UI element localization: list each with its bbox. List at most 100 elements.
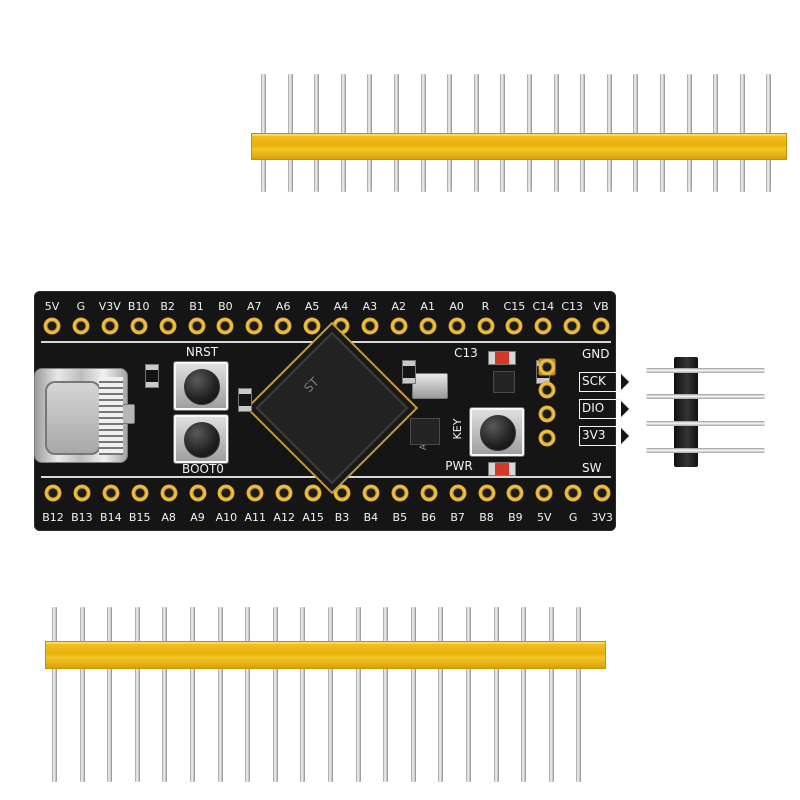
bottom-pin-label: B15 bbox=[128, 511, 151, 524]
bottom-pin-pad bbox=[102, 484, 120, 502]
bottom-pin-pad bbox=[217, 484, 235, 502]
nrst-button bbox=[173, 361, 229, 411]
top-pin-pad bbox=[303, 317, 321, 335]
top-pin-label: A6 bbox=[275, 300, 291, 313]
bottom-pin-pad bbox=[449, 484, 467, 502]
usb-c-connector bbox=[34, 368, 135, 463]
bottom-pin-label: B5 bbox=[392, 511, 408, 524]
power-led bbox=[488, 462, 516, 476]
bottom-header-pin bbox=[217, 607, 223, 782]
top-pin-label: B1 bbox=[189, 300, 204, 313]
resistor-2 bbox=[238, 388, 252, 412]
bottom-header-pin bbox=[107, 607, 113, 782]
top-pin-pad bbox=[130, 317, 148, 335]
bottom-header-pin bbox=[548, 607, 554, 782]
bottom-pin-pad bbox=[333, 484, 351, 502]
top-pin-pad bbox=[188, 317, 205, 335]
top-pin-pad bbox=[216, 317, 234, 335]
bottom-pin-label: B9 bbox=[508, 511, 523, 524]
top-pin-pad bbox=[101, 317, 119, 335]
top-pin-pad bbox=[274, 317, 292, 335]
top-pin-pad bbox=[390, 317, 408, 335]
top-pin-label: A7 bbox=[247, 300, 262, 313]
swd-arrow-box bbox=[579, 426, 631, 446]
bottom-pin-label: B4 bbox=[363, 511, 379, 524]
resistor-1 bbox=[145, 364, 159, 388]
bottom-header-pin bbox=[79, 607, 85, 782]
swd-pin-1 bbox=[646, 368, 765, 373]
c13-label: C13 bbox=[454, 346, 478, 360]
top-header-plastic bbox=[251, 133, 787, 160]
bottom-pin-label: B14 bbox=[100, 511, 122, 524]
top-pin-pad bbox=[419, 317, 437, 335]
bottom-header-pin bbox=[576, 607, 582, 782]
bottom-pin-pad bbox=[131, 484, 149, 502]
top-pin-pad bbox=[245, 317, 263, 335]
swd-label: SW bbox=[582, 461, 602, 475]
top-pin-label: A1 bbox=[420, 300, 435, 313]
top-pin-pad bbox=[361, 317, 379, 335]
swd-label: 3V3 bbox=[582, 428, 606, 442]
bottom-pin-pad bbox=[160, 484, 178, 502]
key-button-cap bbox=[480, 415, 516, 451]
swd-arrow-box bbox=[579, 372, 631, 392]
bottom-pin-pad bbox=[189, 484, 206, 502]
bottom-header-pin bbox=[272, 607, 278, 782]
bottom-header-pin bbox=[383, 607, 389, 782]
usb-c-ridges bbox=[99, 377, 123, 455]
top-pin-pad bbox=[43, 317, 61, 335]
boot0-button-cap bbox=[184, 422, 220, 458]
bottom-header-pin bbox=[410, 607, 416, 782]
bottom-pin-pad bbox=[275, 484, 293, 502]
bottom-pin-pad bbox=[478, 484, 495, 502]
bottom-pin-pad bbox=[593, 484, 611, 502]
top-pin-label: B2 bbox=[160, 300, 175, 313]
swd-pad-dio bbox=[538, 405, 556, 423]
bottom-header-pin bbox=[328, 607, 333, 782]
top-pin-label: V3V bbox=[98, 300, 121, 313]
bottom-header-pin bbox=[300, 607, 306, 782]
top-pin-header bbox=[0, 0, 800, 200]
bottom-pin-label: A8 bbox=[161, 511, 176, 524]
bottom-pin-pad bbox=[362, 484, 380, 502]
swd-pin-3 bbox=[646, 421, 765, 426]
top-pin-label: C13 bbox=[561, 300, 584, 313]
swd-pin-2 bbox=[646, 394, 765, 399]
top-pin-label: A2 bbox=[391, 300, 407, 313]
bottom-pin-label: A10 bbox=[215, 511, 238, 524]
bottom-pin-label: G bbox=[568, 511, 578, 524]
small-regulator-chip bbox=[410, 418, 440, 445]
swd-label: DIO bbox=[582, 401, 605, 415]
bottom-header-pin bbox=[52, 607, 57, 782]
top-pin-pad bbox=[592, 317, 610, 335]
key-label: KEY bbox=[451, 418, 464, 440]
bottom-header-pin bbox=[521, 607, 527, 782]
top-pin-label: VB bbox=[593, 300, 609, 313]
top-pin-label: A0 bbox=[449, 300, 464, 313]
bottom-pin-label: A12 bbox=[273, 511, 295, 524]
top-pin-label: A3 bbox=[362, 300, 378, 313]
bottom-header-pin bbox=[134, 607, 140, 782]
bottom-header-pin bbox=[466, 607, 471, 782]
top-pin-label: C15 bbox=[503, 300, 526, 313]
bottom-pin-pad bbox=[246, 484, 264, 502]
bottom-pin-label: 3V3 bbox=[591, 511, 613, 524]
resistor-3 bbox=[402, 360, 416, 384]
bottom-pin-label: A15 bbox=[302, 511, 324, 524]
crystal-oscillator bbox=[412, 373, 448, 399]
bottom-pin-pad bbox=[506, 484, 524, 502]
swd-pad-3v3 bbox=[538, 429, 556, 447]
bottom-header-pin bbox=[438, 607, 444, 782]
bottom-pin-pad bbox=[420, 484, 438, 502]
top-pin-label: A4 bbox=[333, 300, 349, 313]
top-pin-label: G bbox=[76, 300, 86, 313]
usb-c-port bbox=[45, 381, 101, 455]
swd-arrow-box bbox=[579, 399, 631, 419]
bottom-pin-pad bbox=[391, 484, 409, 502]
nrst-button-cap bbox=[184, 369, 220, 405]
top-pin-label: B10 bbox=[127, 300, 150, 313]
swd-pin-4 bbox=[646, 448, 765, 453]
top-pin-pad bbox=[448, 317, 466, 335]
bottom-pin-label: B6 bbox=[421, 511, 436, 524]
bottom-header-pin bbox=[493, 607, 499, 782]
